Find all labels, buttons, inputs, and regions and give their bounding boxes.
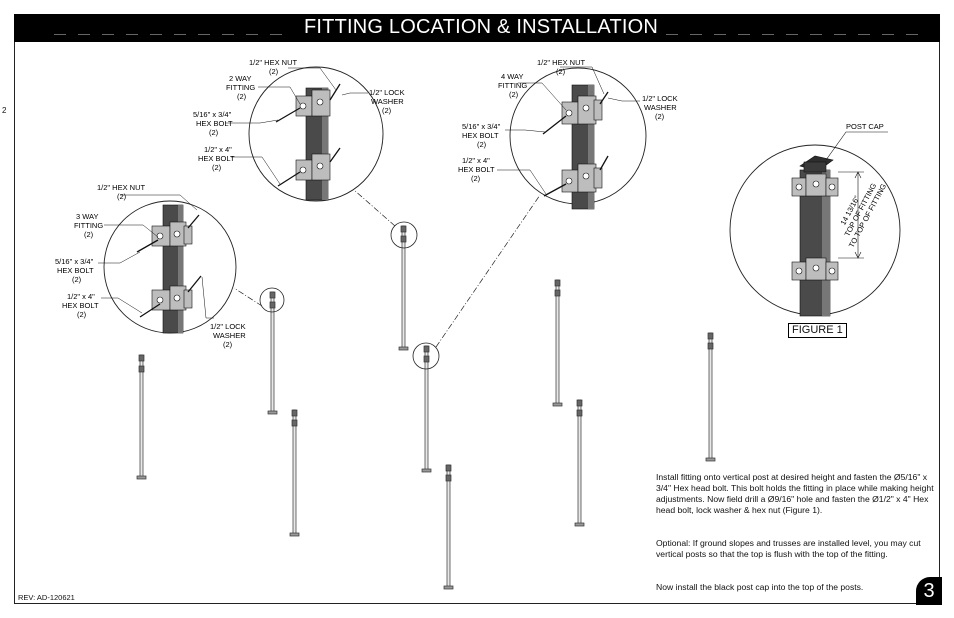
callout-3way: 1/2" HEX NUT (2) 3 WAY FITTING (2) 5/16"…	[55, 183, 246, 349]
title-dash-left	[54, 34, 294, 35]
label-3way-hex-nut-qty: (2)	[117, 192, 127, 201]
label-3way-fitting2: FITTING	[74, 221, 103, 230]
title-dash-right	[666, 34, 926, 35]
label-3way-washer2: WASHER	[213, 331, 246, 340]
label-3way-big-bolt2: HEX BOLT	[62, 301, 99, 310]
label-3way-big-bolt: 1/2" x 4"	[67, 292, 95, 301]
label-3way-washer-qty: (2)	[223, 340, 233, 349]
field-posts	[136, 225, 716, 590]
post-h	[574, 399, 585, 527]
label-3way-fitting: 3 WAY	[76, 212, 99, 221]
label-2way-hex-nut-qty: (2)	[269, 67, 279, 76]
label-3way-small-bolt-qty: (2)	[72, 275, 82, 284]
label-post-cap: POST CAP	[846, 122, 884, 131]
page-title: FITTING LOCATION & INSTALLATION	[304, 16, 659, 38]
label-2way-small-bolt: 5/16" x 3/4"	[193, 110, 232, 119]
label-2way-small-bolt-qty: (2)	[209, 128, 219, 137]
post-d	[398, 225, 409, 351]
label-3way-fitting-qty: (2)	[84, 230, 94, 239]
label-2way-washer-qty: (2)	[382, 106, 392, 115]
label-4way-washer: 1/2" LOCK	[642, 94, 678, 103]
label-4way-big-bolt: 1/2" x 4"	[462, 156, 490, 165]
post-b	[267, 291, 278, 415]
label-4way-fitting: 4 WAY	[501, 72, 524, 81]
side-mark: 2	[2, 106, 7, 115]
post-e	[421, 345, 432, 473]
post-c	[289, 409, 300, 537]
instruction-paragraph-1: Install fitting onto vertical post at de…	[656, 472, 934, 515]
label-2way-fitting-qty: (2)	[237, 92, 247, 101]
post-i	[705, 332, 716, 462]
label-4way-small-bolt-qty: (2)	[477, 140, 487, 149]
label-2way-washer2: WASHER	[371, 97, 404, 106]
highlight-circles	[259, 221, 440, 370]
label-2way-big-bolt2: HEX BOLT	[198, 154, 235, 163]
label-4way-big-bolt-qty: (2)	[471, 174, 481, 183]
label-2way-fitting2: FITTING	[226, 83, 255, 92]
page-number: 3	[916, 577, 942, 605]
label-3way-small-bolt2: HEX BOLT	[57, 266, 94, 275]
revision-code: REV: AD-120621	[18, 593, 75, 602]
label-3way-big-bolt-qty: (2)	[77, 310, 87, 319]
label-2way-small-bolt2: HEX BOLT	[196, 119, 233, 128]
label-4way-washer-qty: (2)	[655, 112, 665, 121]
label-4way-hex-nut-qty: (2)	[556, 67, 566, 76]
label-2way-big-bolt-qty: (2)	[212, 163, 222, 172]
post-a	[136, 354, 147, 480]
figure1-detail: POST CAP 14 13/16" TOP OF FITTING TO TOP…	[729, 122, 901, 317]
instruction-paragraph-3: Now install the black post cap into the …	[656, 582, 864, 592]
label-4way-washer2: WASHER	[644, 103, 677, 112]
label-3way-washer: 1/2" LOCK	[210, 322, 246, 331]
label-2way-hex-nut: 1/2" HEX NUT	[249, 58, 298, 67]
post-g	[552, 279, 563, 407]
label-4way-big-bolt2: HEX BOLT	[458, 165, 495, 174]
label-2way-washer: 1/2" LOCK	[369, 88, 405, 97]
label-4way-hex-nut: 1/2" HEX NUT	[537, 58, 586, 67]
label-4way-small-bolt2: HEX BOLT	[462, 131, 499, 140]
title-bar: FITTING LOCATION & INSTALLATION	[14, 14, 940, 42]
figure1-label: FIGURE 1	[788, 323, 847, 338]
label-4way-small-bolt: 5/16" x 3/4"	[462, 122, 501, 131]
callout-leaders	[233, 181, 541, 348]
label-2way-big-bolt: 1/2" x 4"	[204, 145, 232, 154]
label-3way-hex-nut: 1/2" HEX NUT	[97, 183, 146, 192]
label-4way-fitting-qty: (2)	[509, 90, 519, 99]
label-4way-fitting2: FITTING	[498, 81, 527, 90]
label-3way-small-bolt: 5/16" x 3/4"	[55, 257, 94, 266]
instruction-paragraph-2: Optional: If ground slopes and trusses a…	[656, 538, 921, 559]
label-2way-fitting: 2 WAY	[229, 74, 252, 83]
callout-2way: 1/2" HEX NUT (2) 2 WAY FITTING (2) 5/16"…	[193, 58, 405, 202]
callout-4way: 1/2" HEX NUT (2) 4 WAY FITTING (2) 5/16"…	[458, 58, 678, 210]
post-f	[443, 464, 454, 590]
